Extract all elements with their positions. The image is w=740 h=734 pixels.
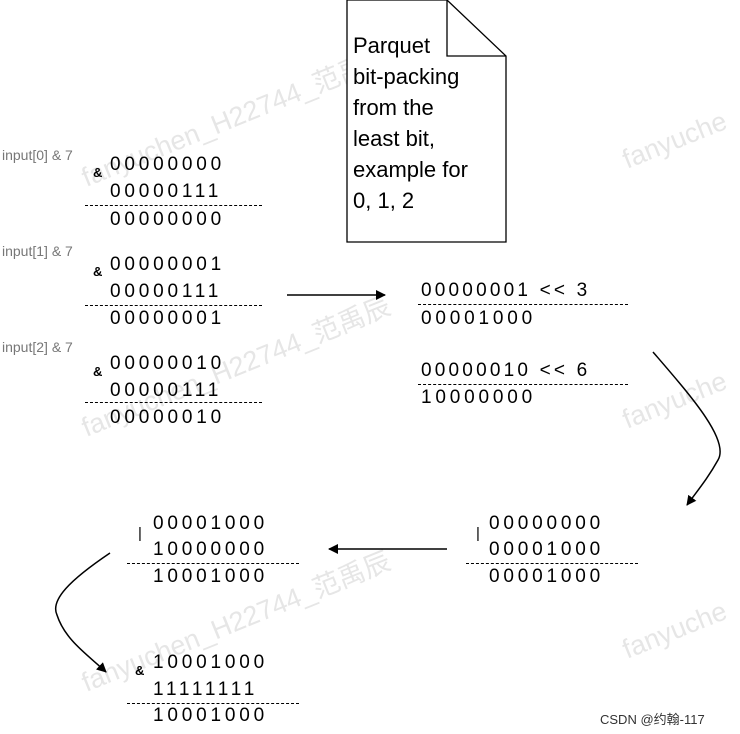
result: 00000000 [110, 209, 225, 230]
result: 10001000 [153, 566, 268, 587]
divider [127, 703, 299, 704]
operand-b: 00000111 [110, 380, 223, 401]
operand-b: 11111111 [153, 679, 259, 700]
credit-text: CSDN @约翰-117 [600, 712, 705, 727]
operand-b: 10000000 [153, 539, 268, 560]
operand-b: 00000111 [110, 181, 223, 202]
result: 00001000 [489, 566, 604, 587]
divider [85, 205, 262, 206]
and-operator: & [93, 264, 103, 279]
result: 00000001 [110, 308, 225, 329]
operand-a: 00000001 [110, 254, 225, 275]
or-operator: | [138, 525, 142, 542]
divider [127, 563, 299, 564]
block-label: input[2] & 7 [2, 339, 73, 355]
operand-a: 00000000 [110, 154, 225, 175]
or-operator: | [476, 525, 480, 542]
and-operator: & [93, 364, 103, 379]
shift-expression: 00000010 << 6 [421, 360, 591, 381]
operand-b: 00001000 [489, 539, 604, 560]
result: 00000010 [110, 407, 225, 428]
and-operator: & [135, 663, 145, 678]
operand-a: 00001000 [153, 513, 268, 534]
note-text: Parquet bit-packing from the least bit, … [353, 33, 468, 213]
and-operator: & [93, 165, 103, 180]
divider [418, 384, 628, 385]
block-label: input[0] & 7 [2, 147, 73, 163]
divider [85, 305, 262, 306]
shift-result: 00001000 [421, 308, 536, 329]
operand-a: 00000010 [110, 353, 225, 374]
divider [466, 563, 638, 564]
operand-b: 00000111 [110, 281, 223, 302]
arrow-curve-down [652, 351, 721, 506]
shift-result: 10000000 [421, 387, 536, 408]
arrow-curve-down-left [54, 552, 111, 673]
shift-expression: 00000001 << 3 [421, 280, 591, 301]
divider [85, 402, 262, 403]
operand-a: 10001000 [153, 652, 268, 673]
divider [418, 304, 628, 305]
result: 10001000 [153, 705, 268, 726]
operand-a: 00000000 [489, 513, 604, 534]
block-label: input[1] & 7 [2, 243, 73, 259]
